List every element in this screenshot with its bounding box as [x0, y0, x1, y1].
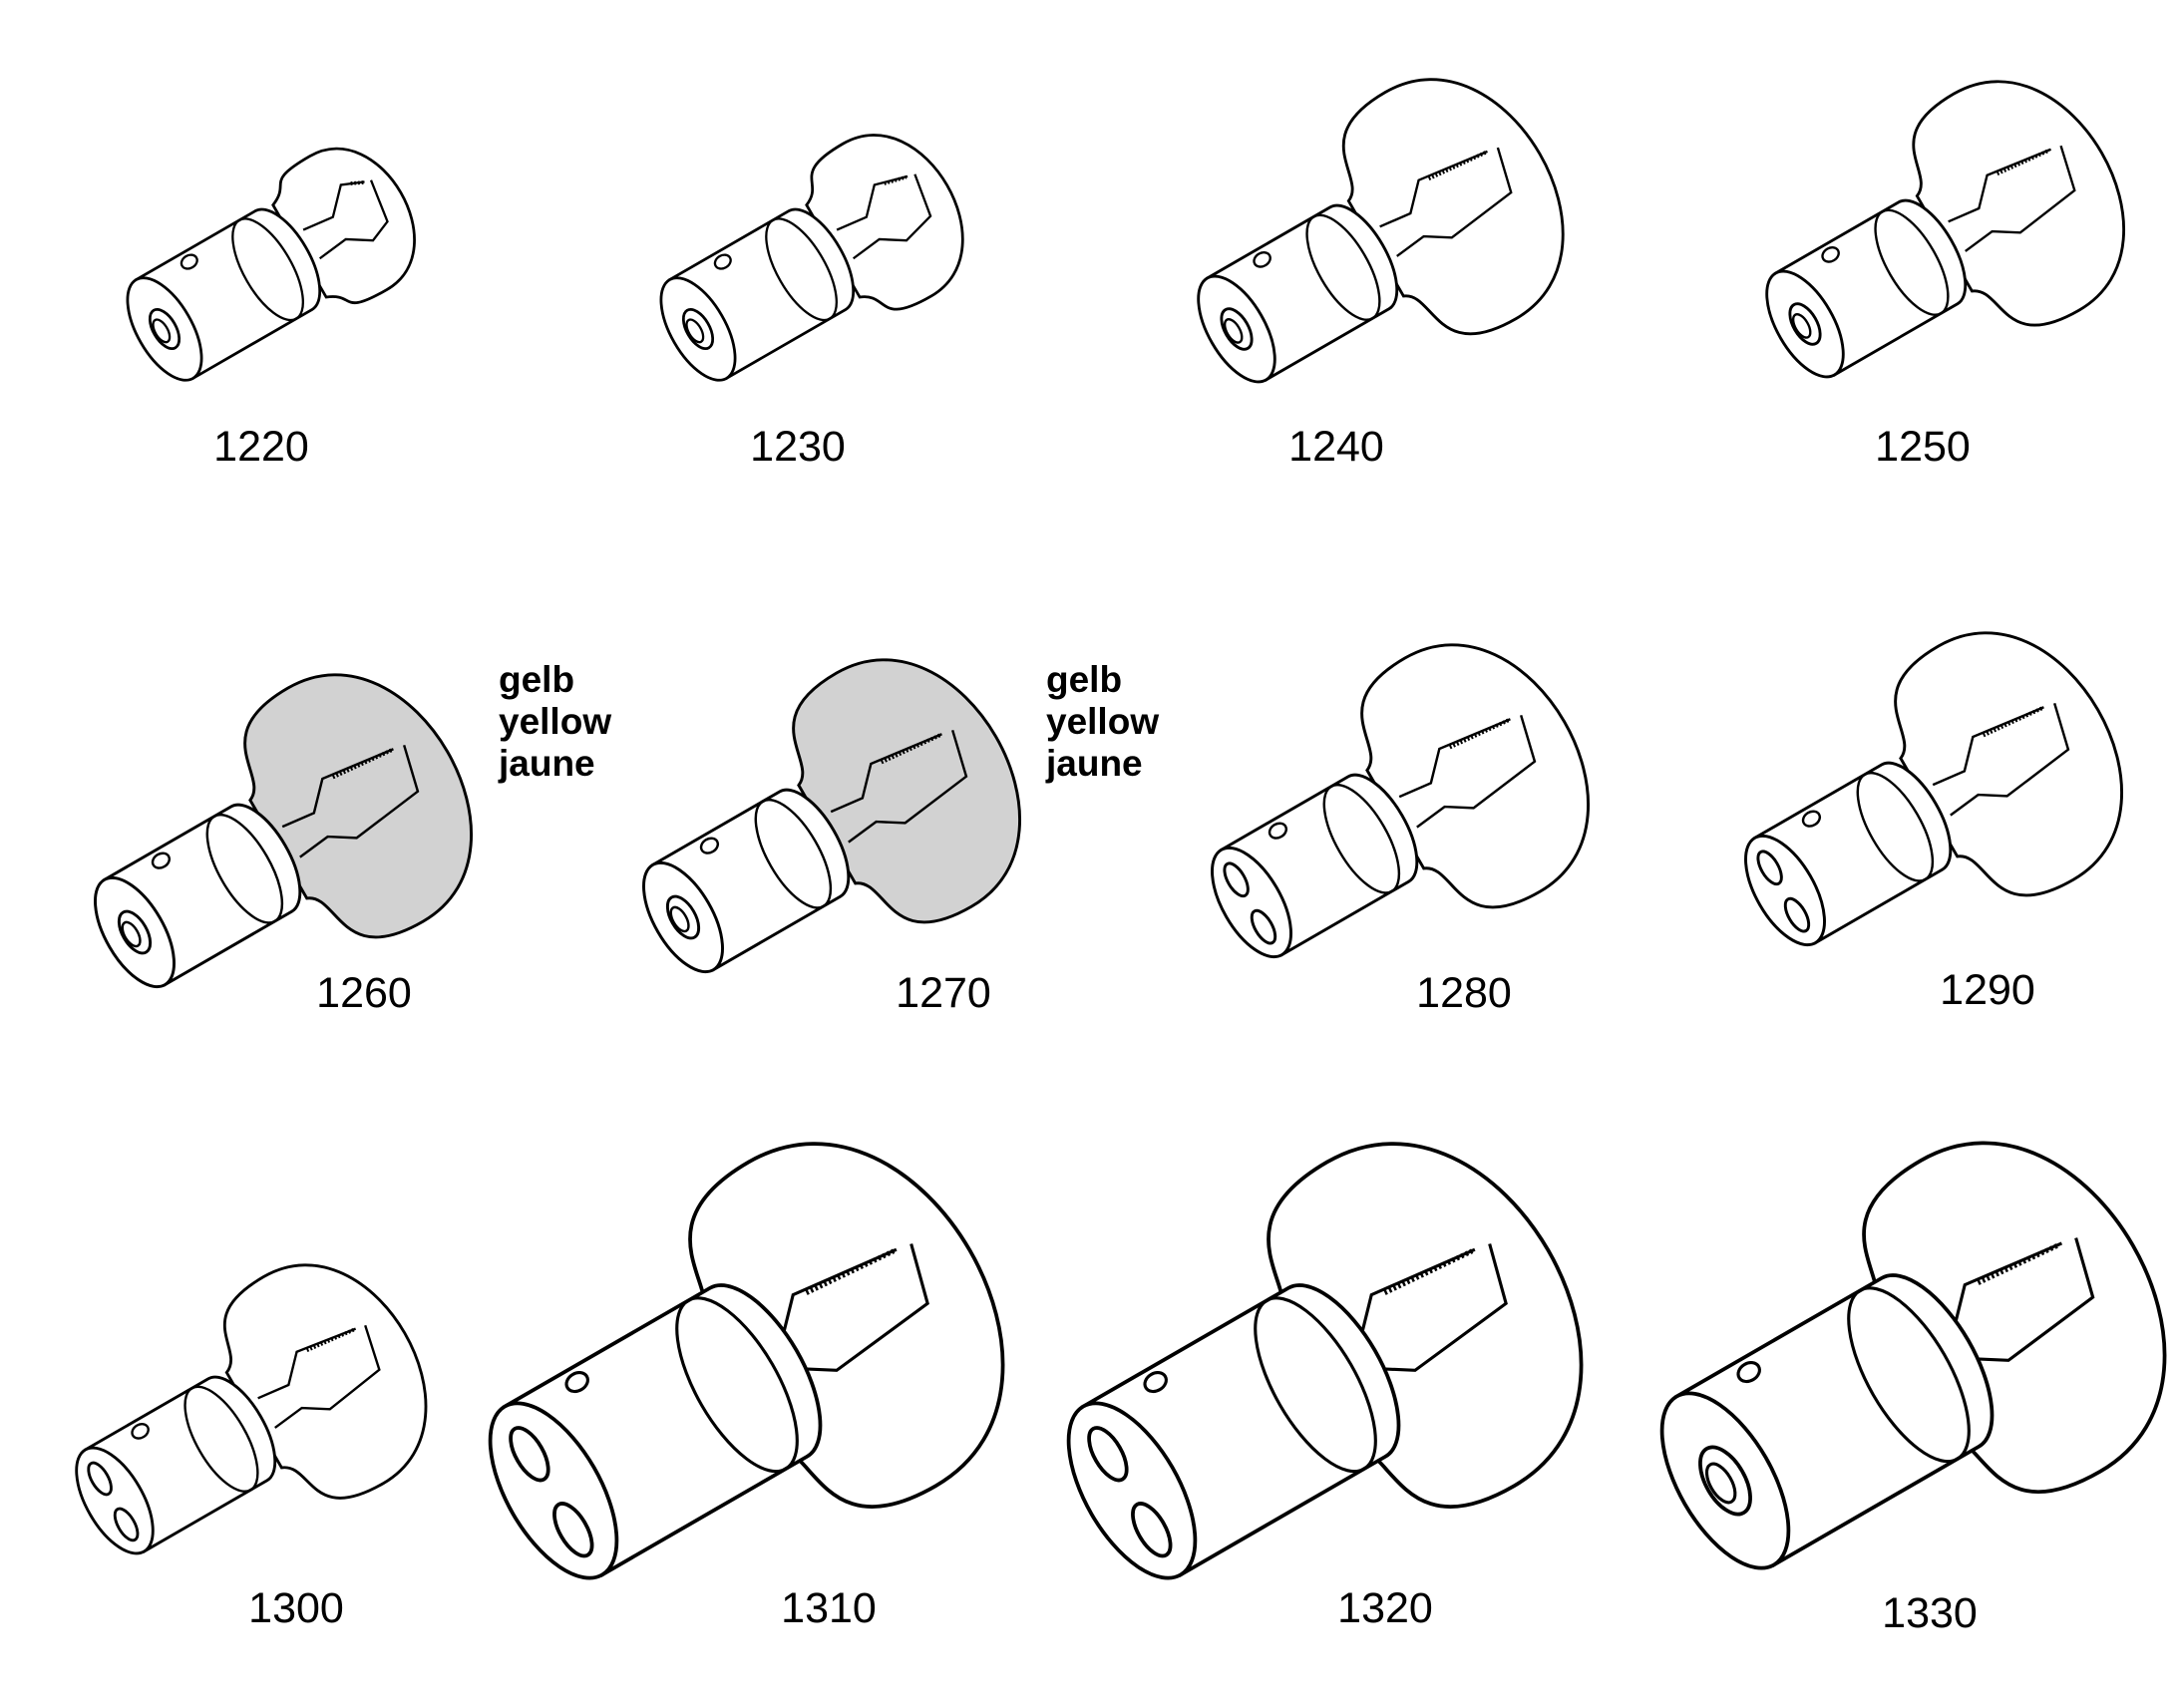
- bayonet-pin: [1821, 246, 1840, 263]
- bayonet-pin: [1801, 810, 1822, 828]
- color-note-en: yellow: [1046, 701, 1160, 742]
- base-ring: [205, 813, 284, 924]
- bulb-label-1270: 1270: [896, 969, 991, 1017]
- bulb-1250: [1765, 80, 2125, 379]
- bulb-1300: [75, 1263, 428, 1555]
- color-note-1260: gelb yellow jaune: [499, 659, 611, 785]
- twin-contact-b: [113, 1507, 140, 1542]
- filament-support: [257, 1324, 381, 1429]
- bayonet-pin: [1253, 251, 1272, 268]
- color-note-fr: jaune: [499, 743, 595, 784]
- filament-coil: [305, 1327, 355, 1352]
- filament-coil: [1982, 706, 2043, 738]
- base-ring: [183, 1385, 259, 1493]
- filament-support: [302, 179, 389, 260]
- bayonet-pin: [1736, 1361, 1761, 1384]
- color-note-de: gelb: [1046, 659, 1123, 700]
- base-ring: [754, 798, 833, 909]
- center-contact-tip: [669, 905, 690, 933]
- bulb-1280: [1211, 643, 1590, 959]
- bulb-label-1240: 1240: [1288, 423, 1384, 471]
- filament-coil: [1448, 718, 1510, 750]
- base-ring: [1874, 208, 1950, 316]
- twin-contact-b: [1131, 1502, 1173, 1558]
- bulb-1230: [659, 134, 964, 382]
- bulb-1330: [1659, 1141, 2167, 1570]
- bulb-1240: [1197, 78, 1565, 384]
- bulb-1260: [94, 673, 473, 989]
- twin-contact-b: [1250, 908, 1277, 945]
- twin-contact-a: [1087, 1426, 1129, 1483]
- glass-envelope: [1912, 80, 2125, 327]
- bulb-1220: [126, 147, 416, 382]
- base-ring: [765, 217, 838, 322]
- glass-envelope: [792, 658, 1021, 924]
- bulb-label-1320: 1320: [1337, 1584, 1433, 1632]
- glass-envelope: [1341, 78, 1565, 336]
- filament-coil: [1427, 151, 1487, 180]
- base-ring: [231, 217, 304, 322]
- base-ring: [1322, 783, 1401, 894]
- twin-contact-b: [552, 1502, 594, 1558]
- filament-coil: [884, 174, 908, 185]
- base-ring: [1847, 1286, 1971, 1464]
- filament-coil: [880, 733, 941, 765]
- twin-contact-a: [87, 1461, 113, 1497]
- bulb-label-1310: 1310: [781, 1584, 877, 1632]
- base-ring: [1305, 213, 1381, 321]
- bulb-label-1230: 1230: [750, 423, 846, 471]
- color-note-fr: jaune: [1046, 743, 1143, 784]
- glass-envelope: [243, 673, 473, 939]
- bulb-1310: [488, 1142, 1005, 1580]
- filament-coil: [805, 1248, 896, 1295]
- bayonet-pin: [151, 852, 172, 869]
- twin-contact-a: [509, 1426, 550, 1483]
- center-contact-tip: [1791, 313, 1812, 339]
- glass-envelope: [1360, 643, 1590, 909]
- bayonet-pin: [131, 1423, 150, 1440]
- filament-coil: [331, 748, 393, 780]
- bulb-1290: [1744, 631, 2123, 947]
- bulb-label-1290: 1290: [1940, 966, 2035, 1014]
- center-contact-tip: [152, 318, 172, 344]
- bayonet-pin: [180, 253, 198, 270]
- bayonet-pin: [1143, 1371, 1168, 1394]
- twin-contact-a: [1756, 850, 1783, 886]
- color-note-de: gelb: [499, 659, 575, 700]
- center-contact-tip: [1704, 1462, 1737, 1505]
- twin-contact-a: [1223, 861, 1250, 898]
- bayonet-pin: [564, 1371, 589, 1394]
- base-ring: [1254, 1296, 1377, 1474]
- bulb-label-1250: 1250: [1875, 423, 1971, 471]
- bayonet-pin: [699, 837, 720, 854]
- bulb-label-1260: 1260: [316, 969, 412, 1017]
- color-note-en: yellow: [499, 701, 612, 742]
- bulb-label-1280: 1280: [1416, 969, 1512, 1017]
- color-note-1270: gelb yellow jaune: [1046, 659, 1159, 785]
- bulb-label-1220: 1220: [213, 423, 309, 471]
- bulb-label-1300: 1300: [248, 1584, 344, 1632]
- bulb-1320: [1066, 1142, 1584, 1580]
- center-contact-tip: [685, 318, 705, 344]
- bayonet-pin: [1268, 822, 1288, 840]
- bulb-label-1330: 1330: [1882, 1589, 1978, 1637]
- glass-envelope: [222, 1263, 428, 1500]
- center-contact-tip: [121, 920, 142, 948]
- bulb-1270: [642, 658, 1021, 974]
- bayonet-pin: [713, 253, 732, 270]
- glass-envelope: [1894, 631, 2123, 897]
- base-ring: [675, 1296, 799, 1474]
- twin-contact-b: [1783, 896, 1811, 933]
- base-ring: [1856, 771, 1935, 882]
- center-contact-tip: [1223, 318, 1244, 344]
- filament-coil: [1383, 1248, 1474, 1295]
